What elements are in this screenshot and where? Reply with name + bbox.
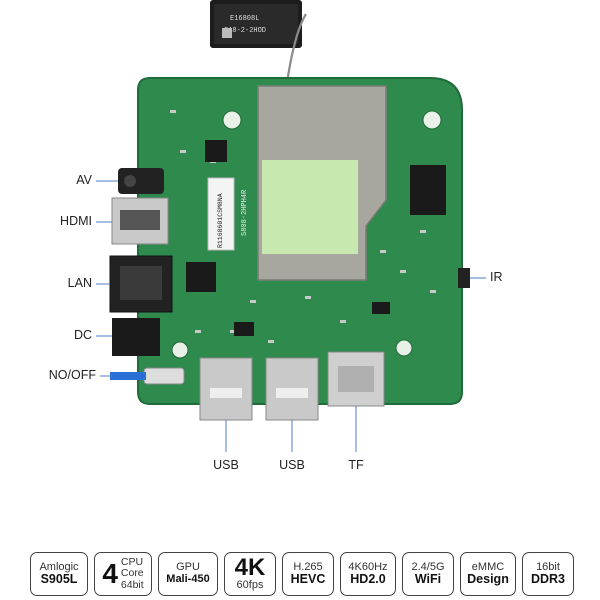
label-hdmi: HDMI (60, 214, 92, 228)
power-switch (110, 367, 185, 385)
badge-ddr-type: DDR3 (530, 572, 566, 587)
badge-wifi-bands: 2.4/5G (411, 560, 445, 573)
badge-cpu-bits: 64bit (120, 578, 144, 591)
serial-label: R1168601CSM8NA (217, 193, 224, 248)
badge-cpu-label: CPU (120, 556, 144, 569)
serial-sticker: R1168601CSM8NA (207, 177, 235, 251)
badge-hdmi-spec: 4K60Hz HD2.0 (340, 552, 396, 596)
spec-badges: Amlogic S905L 4 CPU Core 64bit GPU Mali-… (30, 552, 575, 596)
label-usb-1: USB (213, 458, 239, 472)
label-dc: DC (73, 328, 92, 342)
callout-lines (96, 180, 486, 452)
badge-soc-model: S905L (40, 572, 78, 587)
badge-wifi-label: WiFi (414, 572, 442, 587)
badge-hevc-label: HEVC (290, 572, 326, 587)
badge-wifi: 2.4/5G WiFi (402, 552, 454, 596)
model-label: S808-2HPH4R (241, 189, 249, 236)
antenna-label-line1: E16808L (230, 15, 259, 23)
antenna-label-line2: S18-2-2HOD (224, 27, 266, 35)
badge-cpu-core: Core (120, 567, 144, 580)
badge-4k: 4K 60fps (224, 552, 276, 596)
badge-hdmi-version: HD2.0 (350, 572, 386, 587)
badge-hdmi-rate: 4K60Hz (348, 560, 388, 573)
dc-jack (112, 318, 160, 356)
wifi-antenna-module: E16808L S18-2-2HOD (210, 0, 302, 48)
hdmi-port (111, 197, 169, 245)
badge-soc: Amlogic S905L (30, 552, 88, 596)
badge-ddr-width: 16bit (536, 560, 560, 573)
label-ir: IR (490, 270, 503, 284)
usb-port-2 (265, 357, 319, 421)
badge-emmc: eMMC Design (460, 552, 516, 596)
badge-gpu-model: Mali-450 (166, 573, 210, 585)
badge-cpu: 4 CPU Core 64bit (94, 552, 152, 596)
badge-cpu-cores: 4 (102, 558, 118, 589)
board-photo: E16808L S18-2-2HOD (96, 0, 486, 452)
ir-receiver (458, 268, 470, 288)
badge-emmc-label: eMMC (471, 560, 505, 573)
heat-shield (257, 85, 387, 281)
badge-gpu-label: GPU (176, 561, 200, 574)
lan-port (109, 255, 173, 313)
label-av: AV (76, 173, 92, 187)
badge-hevc-codec: H.265 (293, 560, 323, 573)
label-power-switch: NO/OFF (48, 368, 96, 382)
tf-slot (327, 351, 385, 407)
badge-soc-brand: Amlogic (39, 560, 79, 573)
badge-gpu: GPU Mali-450 (158, 552, 218, 596)
label-lan: LAN (67, 276, 92, 290)
badge-ddr: 16bit DDR3 (522, 552, 574, 596)
label-usb-2: USB (279, 458, 305, 472)
label-tf: TF (348, 458, 364, 472)
av-jack (118, 168, 164, 194)
usb-port-1 (199, 357, 253, 421)
badge-emmc-design: Design (467, 572, 509, 587)
badge-hevc: H.265 HEVC (282, 552, 334, 596)
badge-4k-fps: 60fps (236, 578, 264, 591)
badge-4k-title: 4K (234, 553, 266, 581)
